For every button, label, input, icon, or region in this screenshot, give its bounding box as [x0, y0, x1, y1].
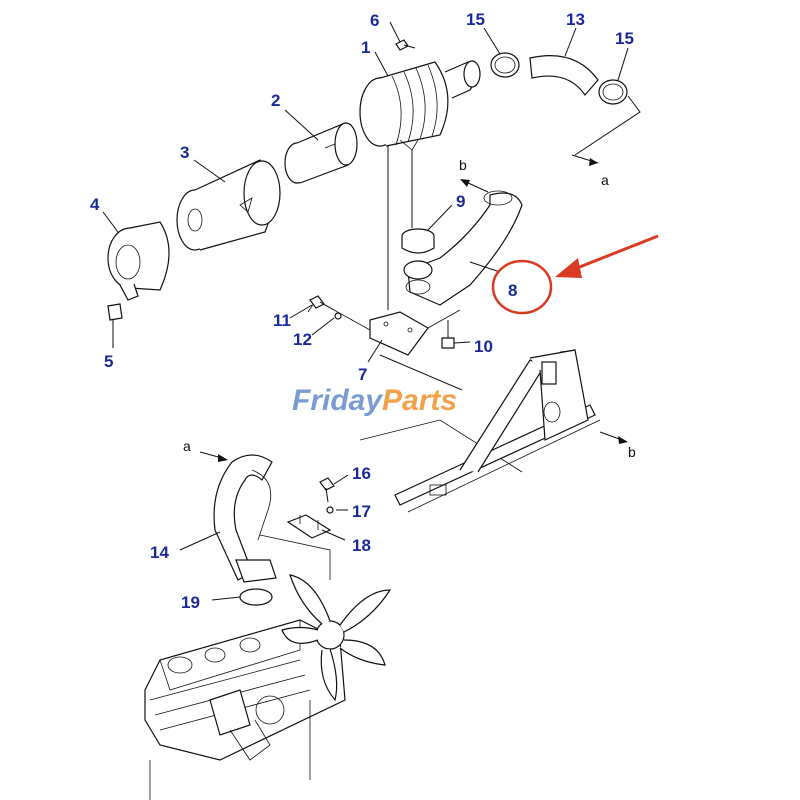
air-cleaner-cap-part — [107, 221, 170, 301]
hose-clamp-part-top — [490, 52, 520, 78]
connector-sleeve-part — [401, 228, 435, 254]
frame-bracket-structure — [394, 349, 601, 513]
engine-block-drawing — [144, 619, 346, 800]
callout-9: 9 — [456, 192, 465, 211]
callout-2: 2 — [271, 91, 280, 110]
callout-5: 5 — [104, 352, 113, 371]
highlight-arrow-line — [571, 234, 659, 272]
callout-13: 13 — [566, 10, 585, 29]
ref-a-top: a — [601, 172, 609, 188]
washer-part-17 — [326, 506, 334, 514]
bolt-part-11 — [309, 295, 335, 311]
intake-pipe-part — [403, 190, 523, 306]
callout-3: 3 — [180, 143, 189, 162]
leader-line — [259, 534, 331, 580]
callout-10: 10 — [474, 337, 493, 356]
elbow-pipe-part — [213, 454, 277, 583]
watermark-logo: FridayParts — [292, 384, 457, 417]
screw-part — [395, 39, 416, 51]
callout-18: 18 — [352, 536, 371, 555]
callout-15-right: 15 — [615, 29, 634, 48]
washer-part-12 — [334, 312, 342, 320]
ref-b-top: b — [459, 157, 467, 173]
callout-16: 16 — [352, 464, 371, 483]
callout-6: 6 — [370, 11, 379, 30]
callout-17: 17 — [352, 502, 371, 521]
leader-to-frame — [379, 354, 463, 391]
highlight-arrow-head — [555, 258, 582, 278]
u-bracket-part-18 — [286, 514, 332, 539]
callout-4: 4 — [90, 195, 100, 214]
reference-arrow-a-bottom — [199, 451, 228, 462]
evacuator-valve-part — [107, 303, 123, 321]
highlight-circle — [491, 259, 553, 315]
outer-element-part — [176, 159, 281, 251]
gasket-part — [239, 588, 273, 606]
callout-8: 8 — [508, 281, 517, 300]
cooling-fan-drawing — [281, 574, 392, 702]
hose-clamp-part-right — [598, 79, 628, 105]
reference-arrow-b-right — [599, 431, 628, 444]
bolt-part-16 — [319, 477, 335, 503]
highlight-annotation — [491, 234, 659, 315]
callout-19: 19 — [181, 593, 200, 612]
callout-7: 7 — [358, 365, 367, 384]
bolt-part-10 — [441, 320, 455, 349]
reference-arrow-b-top — [460, 179, 489, 193]
callout-leaders — [102, 21, 629, 601]
inner-element-part — [284, 122, 358, 184]
callout-15-top: 15 — [466, 10, 485, 29]
air-hose-part — [529, 55, 599, 96]
callout-12: 12 — [293, 330, 312, 349]
reference-line-a-top — [571, 95, 641, 166]
ref-a-bottom: a — [183, 438, 191, 454]
callout-1: 1 — [361, 38, 370, 57]
callout-14: 14 — [150, 543, 169, 562]
callout-11: 11 — [273, 311, 291, 330]
ref-b-right: b — [628, 444, 636, 460]
air-cleaner-body-part — [359, 60, 481, 310]
